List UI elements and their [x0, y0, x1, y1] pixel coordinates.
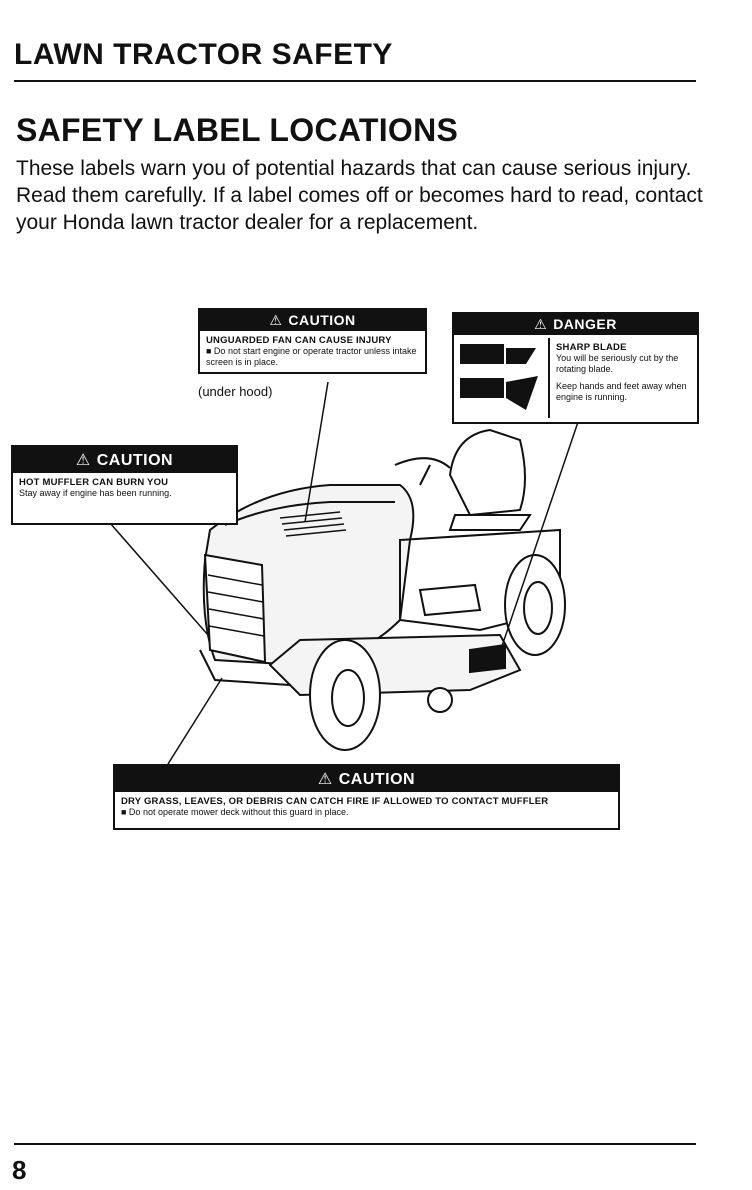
debris-caution-text: ■ Do not operate mower deck without this…: [121, 807, 349, 817]
blade-hazard-icon: [460, 344, 538, 410]
warning-triangle-icon: ⚠: [75, 452, 91, 469]
muffler-caution-signal-bar: ⚠ CAUTION: [13, 447, 236, 473]
fan-caution-body: UNGUARDED FAN CAN CAUSE INJURY ■ Do not …: [200, 331, 425, 372]
muffler-caution-text: Stay away if engine has been running.: [19, 488, 172, 498]
muffler-caution-label: ⚠ CAUTION HOT MUFFLER CAN BURN YOU Stay a…: [11, 445, 238, 525]
blade-danger-heading: SHARP BLADE: [556, 342, 627, 353]
blade-pictogram: [456, 338, 550, 418]
intro-paragraph: These labels warn you of potential hazar…: [16, 157, 703, 234]
page-number: 8: [12, 1155, 27, 1185]
debris-caution-label: ⚠ CAUTION DRY GRASS, LEAVES, OR DEBRIS CA…: [113, 764, 620, 830]
fan-label-location: (under hood): [198, 384, 273, 399]
debris-caution-heading: DRY GRASS, LEAVES, OR DEBRIS CAN CATCH F…: [121, 796, 549, 807]
fan-caution-text: ■ Do not start engine or operate tractor…: [206, 346, 417, 367]
tractor-figure: ⚠ CAUTION UNGUARDED FAN CAN CAUSE INJURY …: [0, 290, 752, 850]
warning-triangle-icon: ⚠: [317, 771, 333, 788]
header-rule: [14, 80, 696, 82]
blade-danger-body: SHARP BLADE You will be seriously cut by…: [550, 338, 702, 407]
warning-triangle-icon: ⚠: [269, 312, 283, 328]
section-title: SAFETY LABEL LOCATIONS: [16, 112, 459, 148]
warning-triangle-icon: ⚠: [534, 316, 548, 332]
blade-danger-label: ⚠ DANGER SHARP BLADE You will be seriousl…: [452, 312, 699, 424]
fan-caution-signal-bar: ⚠ CAUTION: [200, 310, 425, 331]
fan-caution-signal-word: CAUTION: [288, 312, 356, 328]
footer-rule: [14, 1143, 696, 1145]
fan-caution-label: ⚠ CAUTION UNGUARDED FAN CAN CAUSE INJURY …: [198, 308, 427, 374]
muffler-caution-signal-word: CAUTION: [96, 452, 174, 469]
page-header-title: LAWN TRACTOR SAFETY: [14, 38, 393, 71]
blade-danger-signal-bar: ⚠ DANGER: [454, 314, 697, 335]
tractor-illustration: [109, 381, 579, 765]
debris-caution-body: DRY GRASS, LEAVES, OR DEBRIS CAN CATCH F…: [115, 792, 618, 822]
debris-caution-signal-word: CAUTION: [338, 771, 416, 788]
blade-danger-text-1: You will be seriously cut by the rotatin…: [556, 353, 679, 374]
fan-caution-heading: UNGUARDED FAN CAN CAUSE INJURY: [206, 335, 392, 346]
blade-danger-signal-word: DANGER: [553, 316, 617, 332]
blade-danger-text-2: Keep hands and feet away when engine is …: [556, 381, 687, 402]
debris-caution-signal-bar: ⚠ CAUTION: [115, 766, 618, 792]
muffler-caution-body: HOT MUFFLER CAN BURN YOU Stay away if en…: [13, 473, 236, 503]
muffler-caution-heading: HOT MUFFLER CAN BURN YOU: [19, 477, 169, 488]
